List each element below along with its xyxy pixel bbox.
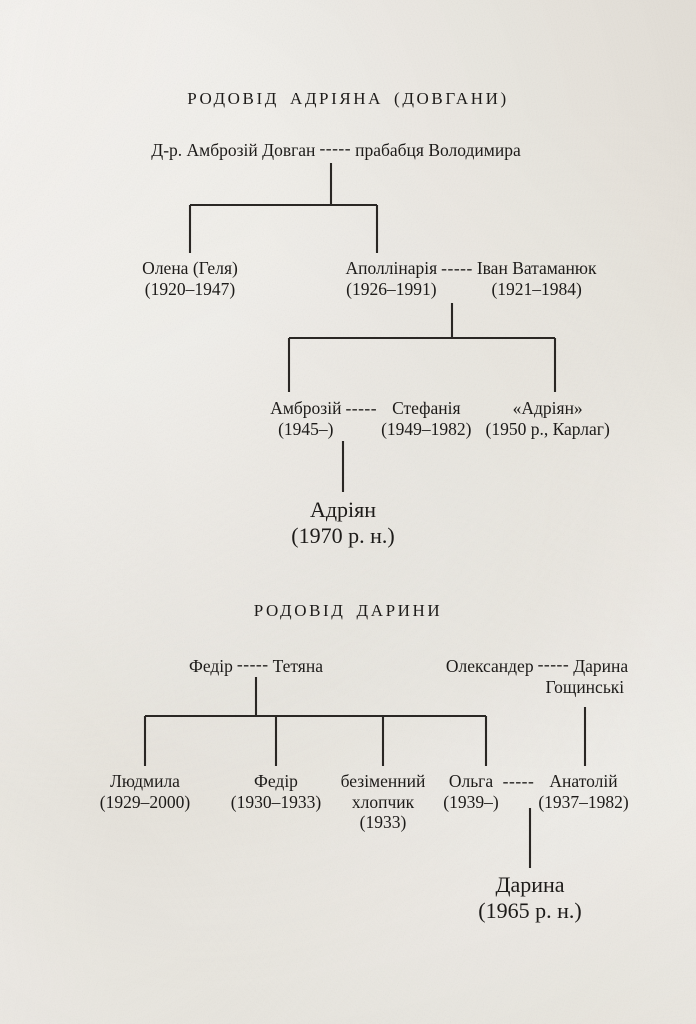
- node-olha: Ольга (1939–): [443, 771, 498, 813]
- node-anatolij: Анатолій (1937–1982): [538, 771, 628, 813]
- lyudmyla-dates: (1929–2000): [99, 791, 191, 812]
- node-daryna-main: Дарина (1965 р. н.): [478, 872, 581, 924]
- olena-dates: (1920–1947): [144, 278, 236, 299]
- marriage-link-gen1: -----: [319, 138, 352, 158]
- node-stefaniya: Стефанія (1949–1982): [381, 398, 471, 440]
- hoshchynski-surname: Гощинські: [545, 677, 625, 697]
- oleksander-name: Олександер: [445, 656, 534, 676]
- apollinariya-name: Аполлінарія: [345, 258, 438, 278]
- fedir-jr-dates: (1930–1933): [230, 791, 322, 812]
- anatolij-dates: (1937–1982): [538, 792, 629, 812]
- node-lyudmyla: Людмила (1929–2000): [100, 771, 190, 812]
- stefaniya-name: Стефанія: [392, 398, 461, 418]
- adrian-quoted-dates: (1950 р., Карлаг): [485, 419, 610, 439]
- node-unnamed-boy: безіменний хлопчик (1933): [341, 771, 426, 833]
- node-adrian-main: Адріян (1970 р. н.): [291, 497, 394, 549]
- daryna-sr-name: Дарина: [573, 656, 629, 676]
- fedir-jr-name: Федір: [254, 771, 298, 791]
- olha-name: Ольга: [448, 771, 494, 791]
- node-oleksander-daryna-couple: Олександер-----Дарина Гощинські: [445, 654, 629, 698]
- anatolij-name: Анатолій: [549, 771, 618, 791]
- daryna-main-name: Дарина: [495, 872, 565, 897]
- marriage-link-ambrozij-stefaniya: -----: [345, 398, 378, 418]
- ambrozij-dovhan-name: Д-р. Амброзій Довган: [151, 140, 316, 160]
- unnamed-boy-dates: (1933): [359, 812, 407, 833]
- node-apollinariya-ivan-couple: Аполлінарія (1926–1991) ----- Іван Ватам…: [346, 258, 597, 300]
- adrian-main-dates: (1970 р. н.): [291, 522, 395, 548]
- adrian-quoted-name: «Адріян»: [512, 398, 583, 418]
- ambrozij-jr-dates: (1945–): [278, 419, 334, 439]
- tree-daryna-title-word1: РОДОВІД: [253, 601, 346, 620]
- tree-adrian-title: РОДОВІД АДРІЯНА (ДОВГАНИ): [187, 89, 509, 109]
- marriage-link-apollinariya-ivan: -----: [441, 258, 473, 278]
- ivan-vatamanyuk-dates: (1921–1984): [491, 279, 582, 299]
- daryna-main-dates: (1965 р. н.): [478, 897, 582, 923]
- tetyana-name: Тетяна: [272, 656, 323, 676]
- apollinariya-dates: (1926–1991): [346, 279, 437, 299]
- node-fedir-jr: Федір (1930–1933): [231, 771, 321, 812]
- marriage-link-fedir-tetyana: -----: [236, 654, 269, 674]
- node-olena: Олена (Геля) (1920–1947): [142, 258, 238, 299]
- olena-name: Олена (Геля): [142, 258, 238, 278]
- adrian-generation1-couple: Д-р. Амброзій Довган-----прабабця Володи…: [151, 138, 521, 161]
- fedir-sr-name: Федір: [189, 656, 233, 676]
- marriage-link-olha-anatolij: -----: [502, 771, 535, 791]
- node-ivan-vatamanyuk: Іван Ватаманюк (1921–1984): [477, 258, 597, 300]
- stefaniya-dates: (1949–1982): [381, 419, 472, 439]
- adrian-main-name: Адріян: [309, 497, 377, 522]
- node-apollinariya: Аполлінарія (1926–1991): [346, 258, 438, 300]
- marriage-link-oleksander-daryna: -----: [537, 654, 570, 674]
- prababtsya-volodymyra-name: прабабця Володимира: [355, 140, 521, 160]
- ivan-vatamanyuk-name: Іван Ватаманюк: [476, 258, 597, 278]
- unnamed-boy-descriptor: хлопчик: [351, 791, 415, 812]
- tree-adrian-title-word3: (ДОВГАНИ): [394, 89, 509, 108]
- ambrozij-jr-name: Амброзій: [270, 398, 342, 418]
- unnamed-boy-name: безіменний: [340, 771, 426, 791]
- node-olha-anatolij-couple: Ольга (1939–) ----- Анатолій (1937–1982): [443, 771, 628, 813]
- tree-adrian-title-word1: РОДОВІД: [187, 89, 279, 108]
- tree-daryna-title-word2: ДАРИНИ: [356, 601, 443, 620]
- tree-daryna-title: РОДОВІД ДАРИНИ: [254, 601, 443, 621]
- lyudmyla-name: Людмила: [110, 771, 180, 791]
- node-ambrozij-jr: Амброзій (1945–): [270, 398, 341, 440]
- adrian-generation3-row: Амброзій (1945–) ----- Стефанія (1949–19…: [270, 398, 610, 440]
- olha-dates: (1939–): [443, 792, 499, 812]
- node-fedir-tetyana-couple: Федір-----Тетяна: [189, 654, 323, 677]
- tree-adrian-title-word2: АДРІЯНА: [289, 89, 384, 108]
- node-adrian-quoted: «Адріян» (1950 р., Карлаг): [486, 398, 610, 440]
